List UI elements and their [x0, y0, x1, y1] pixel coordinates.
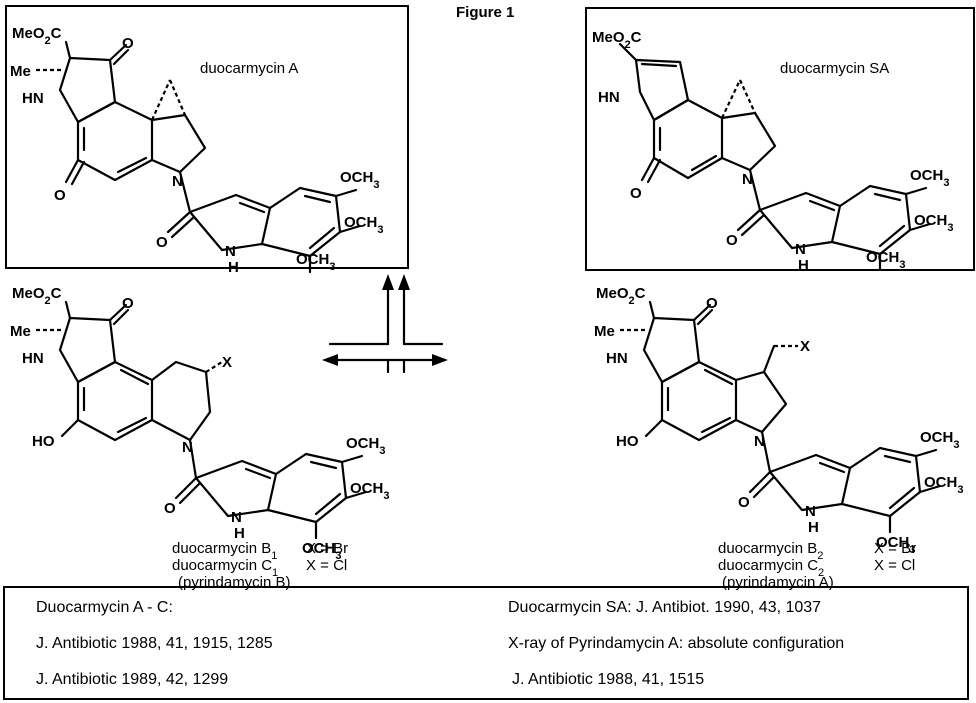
pyrindamycin-a-name: (pyrindamycin A): [722, 574, 834, 591]
duocarmycin-b2-label-och3-2: OCH3: [924, 474, 963, 496]
duocarmycin-a-label-h: H: [228, 259, 239, 276]
duocarmycin-b1-label-h: H: [234, 525, 245, 542]
duocarmycin-a-label-och3-3: OCH3: [296, 251, 335, 273]
duocarmycin-b2-label-och3-1: OCH3: [920, 429, 959, 451]
duocarmycin-b2-label-o1: O: [706, 295, 718, 312]
duocarmycin-sa-label-meo2c: MeO2C: [592, 29, 642, 51]
duocarmycin-b1-name: duocarmycin B1: [172, 540, 277, 562]
duocarmycin-a-label-hn: HN: [22, 90, 44, 107]
duocarmycin-b1-label-x: X: [222, 354, 232, 371]
duocarmycin-b2-bonds: [620, 300, 942, 534]
reference-right-3: J. Antibiotic 1988, 41, 1515: [512, 671, 704, 688]
duocarmycin-a-label-me: Me: [10, 63, 31, 80]
reference-right-2: X-ray of Pyrindamycin A: absolute config…: [508, 635, 844, 652]
duocarmycin-sa-label-h: H: [798, 257, 809, 274]
duocarmycin-a-frame: [5, 5, 409, 269]
duocarmycin-b2-name: duocarmycin B2: [718, 540, 823, 562]
duocarmycin-b2-label-o2: O: [738, 494, 750, 511]
duocarmycin-b2-structure: MeO2C Me HN O X HO N O N H OCH3 OCH3 OCH…: [594, 285, 963, 591]
duocarmycin-b1-structure: MeO2C Me HN O X HO N O N H OCH3 OCH3 OCH…: [10, 285, 389, 591]
duocarmycin-a-structure: MeO2C Me HN O O N O N H OCH3 OCH3 OCH3 d…: [10, 25, 383, 276]
duocarmycin-b1-label-ho: HO: [32, 433, 55, 450]
duocarmycin-a-label-o1: O: [122, 35, 134, 52]
duocarmycin-a-bonds: [36, 40, 362, 274]
reference-left-1: Duocarmycin A - C:: [36, 599, 173, 616]
duocarmycin-b2-label-meo2c: MeO2C: [596, 285, 646, 307]
duocarmycin-b2-label-n1: N: [754, 433, 765, 450]
duocarmycin-a-label-n1: N: [172, 173, 183, 190]
duocarmycin-c2-name: duocarmycin C2: [718, 557, 824, 579]
duocarmycin-sa-label-n1: N: [742, 171, 753, 188]
duocarmycin-a-name: duocarmycin A: [200, 60, 298, 77]
duocarmycin-a-label-o2: O: [54, 187, 66, 204]
duocarmycin-sa-structure: MeO2C HN O N O N H OCH3 OCH3 OCH3 duocar…: [592, 29, 953, 274]
references: Duocarmycin A - C: J. Antibiotic 1988, 4…: [36, 599, 844, 688]
duocarmycin-b1-label-hn: HN: [22, 350, 44, 367]
duocarmycin-a-label-o3: O: [156, 234, 168, 251]
duocarmycin-b1-label-n1: N: [182, 439, 193, 456]
duocarmycin-a-label-och3-2: OCH3: [344, 214, 383, 236]
duocarmycin-a-label-och3-1: OCH3: [340, 169, 379, 191]
duocarmycin-sa-label-och3-1: OCH3: [910, 167, 949, 189]
reference-left-2: J. Antibiotic 1988, 41, 1915, 1285: [36, 635, 273, 652]
duocarmycin-b1-bonds: [36, 300, 368, 540]
reference-right-1: Duocarmycin SA: J. Antibiot. 1990, 43, 1…: [508, 599, 821, 616]
duocarmycin-b1-label-n2: N: [231, 509, 242, 526]
duocarmycin-sa-label-och3-2: OCH3: [914, 212, 953, 234]
duocarmycin-sa-label-o1: O: [630, 185, 642, 202]
duocarmycin-b1-label-och3-1: OCH3: [346, 435, 385, 457]
duocarmycin-b2-label-ho: HO: [616, 433, 639, 450]
duocarmycin-b1-label-o2: O: [164, 500, 176, 517]
duocarmycin-b2-label-hn: HN: [606, 350, 628, 367]
duocarmycin-b1-label-och3-2: OCH3: [350, 480, 389, 502]
duocarmycin-sa-label-o2: O: [726, 232, 738, 249]
duocarmycin-b2-label-x: X: [800, 338, 810, 355]
pyrindamycin-b-name: (pyrindamycin B): [178, 574, 291, 591]
reference-left-3: J. Antibiotic 1989, 42, 1299: [36, 671, 228, 688]
duocarmycin-c1-name: duocarmycin C1: [172, 557, 278, 579]
duocarmycin-a-label-meo2c: MeO2C: [12, 25, 62, 47]
duocarmycin-c2-sub: X = Cl: [874, 557, 915, 574]
duocarmycin-b2-label-me: Me: [594, 323, 615, 340]
duocarmycin-b1-sub: X = Br: [306, 540, 348, 557]
duocarmycin-b1-label-o1: O: [122, 295, 134, 312]
duocarmycin-b2-sub: X = Br: [874, 540, 916, 557]
duocarmycin-b1-label-me: Me: [10, 323, 31, 340]
duocarmycin-sa-name: duocarmycin SA: [780, 60, 889, 77]
duocarmycin-b1-label-och3-3: OCH3: [302, 540, 341, 562]
duocarmycin-a-label-n2: N: [225, 243, 236, 260]
duocarmycin-sa-label-n2: N: [795, 241, 806, 258]
duocarmycin-sa-frame: [585, 7, 975, 271]
duocarmycin-b2-label-h: H: [808, 519, 819, 536]
figure-title: Figure 1: [456, 4, 514, 21]
duocarmycin-c1-sub: X = Cl: [306, 557, 347, 574]
duocarmycin-b2-label-n2: N: [805, 503, 816, 520]
references-frame: [3, 586, 969, 700]
equilibrium-arrows: [322, 274, 448, 374]
duocarmycin-sa-label-hn: HN: [598, 89, 620, 106]
duocarmycin-sa-bonds: [618, 42, 932, 272]
duocarmycin-b1-label-meo2c: MeO2C: [12, 285, 62, 307]
duocarmycin-sa-label-och3-3: OCH3: [866, 249, 905, 271]
duocarmycin-b2-label-och3-3: OCH3: [876, 534, 915, 556]
